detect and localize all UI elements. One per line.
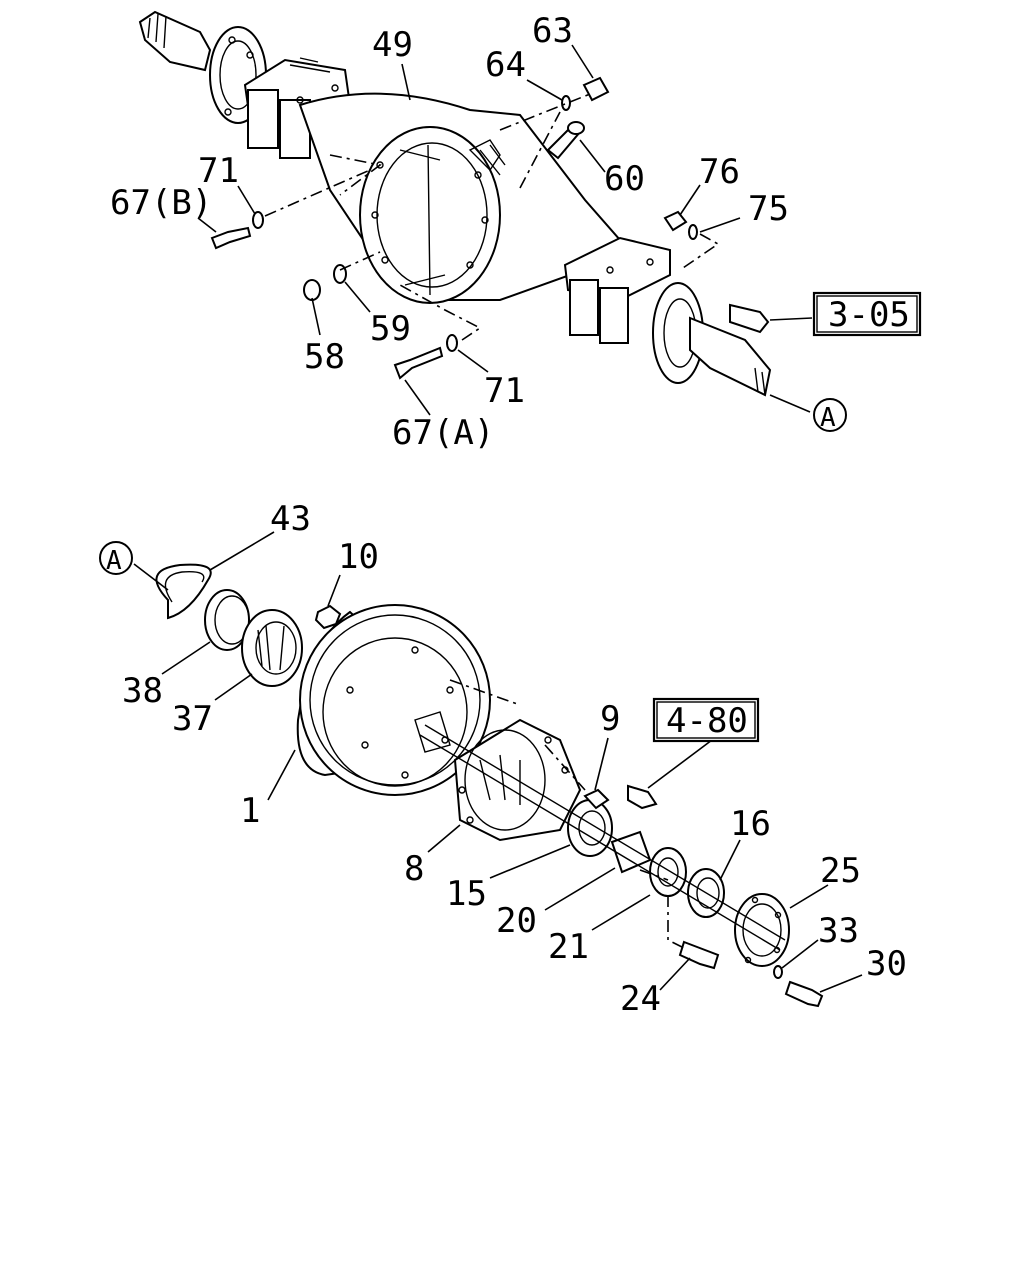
- lock-washer-20-icon: [610, 830, 652, 874]
- reference-box-3-05[interactable]: 3-05: [812, 291, 922, 337]
- callout-63: 63: [532, 11, 573, 51]
- hub-cap-25-icon: [734, 893, 790, 967]
- bearing-37-icon: [241, 609, 303, 687]
- callout-33: 33: [818, 911, 859, 951]
- bolt-67b-icon: [210, 226, 252, 250]
- callout-30: 30: [866, 944, 907, 984]
- bolt-67a-icon: [393, 346, 444, 380]
- reference-label-4-80: 4-80: [666, 701, 748, 741]
- callout-10: 10: [338, 537, 379, 577]
- hub-drum-assembly: [155, 563, 824, 1008]
- callout-43: 43: [270, 499, 311, 539]
- callout-76: 76: [699, 152, 740, 192]
- connector-a-upper[interactable]: A: [813, 398, 847, 433]
- callout-8: 8: [404, 849, 424, 889]
- callout-64: 64: [485, 45, 526, 85]
- bolt-24-icon: [678, 940, 720, 970]
- stud-9-icon: [583, 788, 610, 810]
- reference-label-3-05: 3-05: [828, 295, 910, 335]
- lower-alignment-lines: [449, 679, 685, 949]
- housing-body: [298, 92, 622, 304]
- callout-25: 25: [820, 851, 861, 891]
- callout-71-lower: 71: [484, 371, 525, 411]
- connector-a-upper-label: A: [820, 403, 836, 433]
- callout-59: 59: [370, 309, 411, 349]
- callout-37: 37: [172, 699, 213, 739]
- connector-a-lower[interactable]: A: [99, 541, 133, 576]
- retaining-ring-43-icon: [155, 563, 212, 620]
- bolt-4-80-icon: [627, 784, 658, 810]
- callout-49: 49: [372, 25, 413, 65]
- washer-71-lower-icon: [446, 334, 458, 352]
- bolt-30-icon: [784, 980, 824, 1008]
- callout-60: 60: [604, 159, 645, 199]
- washer-71-upper-icon: [252, 211, 264, 229]
- right-spring-seat: [563, 236, 671, 344]
- nut-76-icon: [663, 210, 688, 232]
- oil-seal-38-icon: [204, 589, 250, 651]
- leader-lines: [133, 44, 863, 993]
- callout-1: 1: [240, 791, 260, 831]
- upper-hardware: [210, 76, 770, 380]
- connector-a-lower-label: A: [106, 546, 122, 576]
- washer-64-icon: [561, 95, 571, 111]
- callout-24: 24: [620, 979, 661, 1019]
- callout-75: 75: [748, 189, 789, 229]
- callout-20: 20: [496, 901, 537, 941]
- right-spindle: [652, 282, 772, 397]
- washer-75-icon: [688, 224, 698, 240]
- callout-15: 15: [446, 874, 487, 914]
- callout-labels: 49 63 64 60 76 75 71 67(B) 58 59 71 67(A…: [110, 11, 907, 1019]
- brake-drum-1: [296, 604, 491, 796]
- plug-58-icon: [303, 279, 321, 301]
- callout-71-upper: 71: [198, 151, 239, 191]
- callout-58: 58: [304, 337, 345, 377]
- nut-21-icon: [649, 847, 687, 897]
- reference-box-4-80[interactable]: 4-80: [652, 697, 760, 743]
- axle-housing-assembly: [138, 10, 772, 397]
- upper-alignment-lines: [264, 93, 720, 341]
- callout-67b: 67(B): [110, 183, 212, 223]
- bolt-3-05-icon: [729, 303, 770, 334]
- washer-33-icon: [773, 965, 783, 979]
- callout-16: 16: [730, 804, 771, 844]
- callout-38: 38: [122, 671, 163, 711]
- callout-9: 9: [600, 699, 620, 739]
- callout-21: 21: [548, 927, 589, 967]
- callout-67a: 67(A): [392, 413, 494, 453]
- plug-63-icon: [582, 76, 610, 102]
